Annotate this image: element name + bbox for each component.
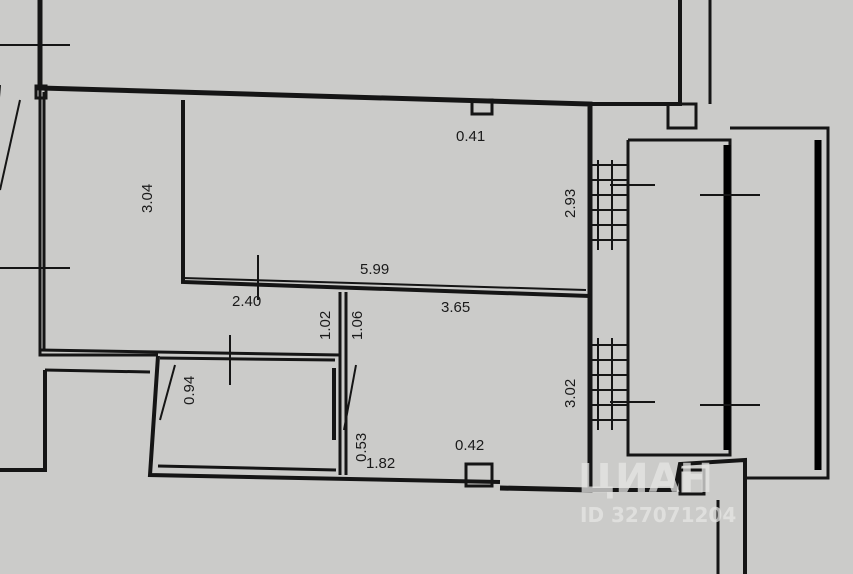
dim-hall-left-door: 1.02 <box>317 311 334 340</box>
walls <box>0 0 830 574</box>
watermark-id: ID 327071204 <box>580 503 736 527</box>
dimension-labels: 0.41 3.04 2.93 5.99 2.40 1.02 1.06 3.65 … <box>139 128 579 472</box>
dim-room2-height: 3.02 <box>562 379 579 408</box>
dim-bottom-segment: 1.82 <box>366 455 395 472</box>
dim-hall-right-door: 1.06 <box>349 311 366 340</box>
dim-room-height-right: 2.93 <box>562 189 579 218</box>
dim-top-niche: 0.41 <box>456 128 485 145</box>
dim-room2-width: 3.65 <box>441 299 470 316</box>
dim-bottom-niche: 0.42 <box>455 437 484 454</box>
dim-bath-height: 0.94 <box>181 376 198 405</box>
dim-hall-width: 2.40 <box>232 293 261 310</box>
dim-room-height-left: 3.04 <box>139 184 156 213</box>
watermark: ЦИАН ID 327071204 <box>578 456 736 527</box>
watermark-brand: ЦИАН <box>578 456 713 502</box>
dim-partition-length: 5.99 <box>360 261 389 278</box>
dim-bath-door: 0.53 <box>353 433 370 462</box>
